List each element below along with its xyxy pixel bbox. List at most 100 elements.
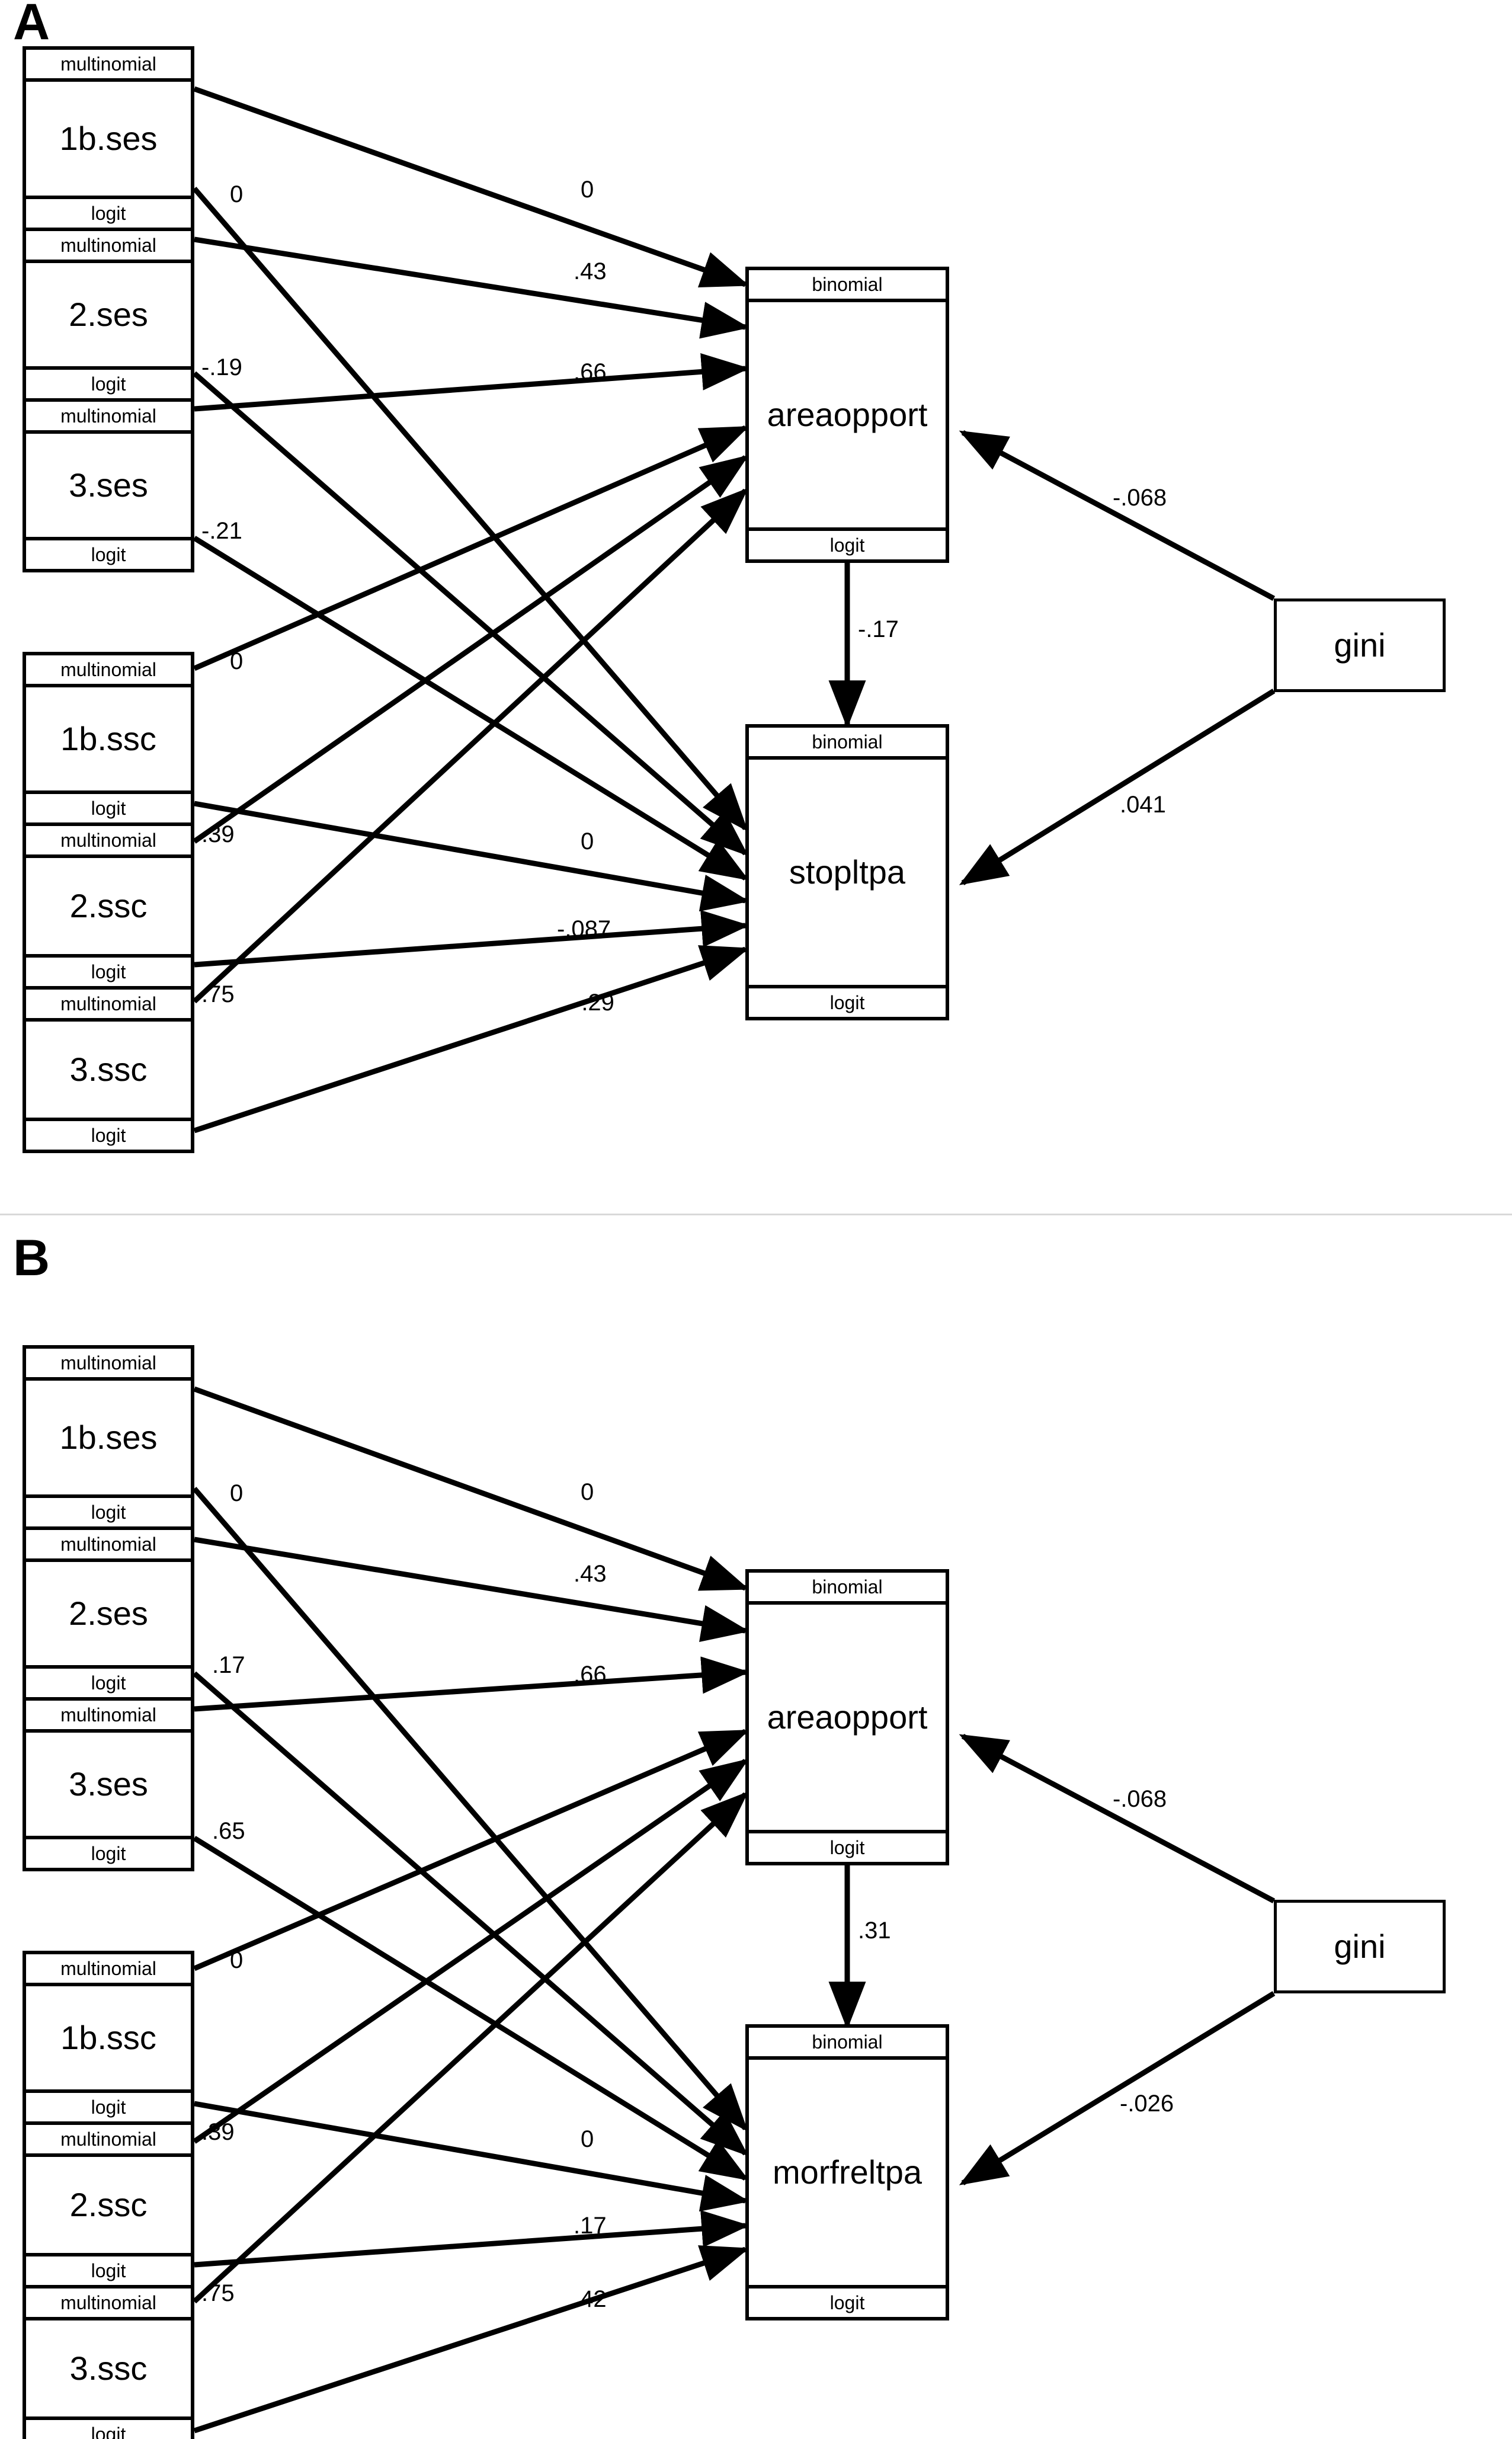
edge-label-ses-1-source-a: 0 [230,181,244,207]
node-gini[interactable]: gini [1274,598,1446,692]
node-areaopport[interactable]: binomial areaopport logit [745,267,949,563]
node-header: binomial [749,2028,946,2060]
group-ses-a: multinomial 1b.ses logit multinomial 2.s… [23,46,194,572]
node-footer: logit [26,1118,191,1150]
edge-label-ssc-3-source-a: .75 [201,981,235,1007]
edge-label-gini-to-areaopport-b: -.068 [1113,1786,1167,1812]
edge-label-ses-2-source-b: .17 [212,1652,245,1678]
panel-a: A [13,0,1446,1153]
node-footer: logit [26,2253,191,2285]
node-header: binomial [749,270,946,302]
edge-label-ses-3-source-b: .65 [212,1818,245,1844]
edge-label-into-areaopport-2-b: .43 [574,1561,607,1587]
edge-label-ssc-2-source-a: .39 [201,821,235,847]
panel-letter-b: B [13,1230,50,1286]
edge-label-into-areaopport-2-a: .43 [574,258,607,284]
edge-label-into-stopltpa-2-a: -.087 [557,916,611,942]
edge-label-gini-to-areaopport-a: -.068 [1113,485,1167,511]
node-stopltpa[interactable]: binomial stopltpa logit [745,724,949,1020]
node-label: 3.ssc [26,1022,191,1118]
edge-label-into-morfreltpa-1-b: 0 [581,2126,594,2152]
edge-label-into-areaopport-1-a: 0 [581,177,594,203]
panel-b-edges [192,1386,1276,2434]
panel-b: B [0,1221,1512,2439]
node-footer: logit [26,1836,191,1868]
panel-a-edges [192,86,1276,1134]
node-footer: logit [749,2285,946,2317]
node-3-ssc[interactable]: multinomial 3.ssc logit [23,2285,194,2439]
node-label: gini [1334,601,1386,689]
node-header: multinomial [26,1349,191,1381]
edge-label-into-stopltpa-3-a: -.29 [574,990,614,1016]
node-label: 1b.ses [26,1381,191,1494]
group-ssc-a: multinomial 1b.ssc logit multinomial 2.s… [23,652,194,1153]
edge-label-gini-to-stopltpa-a: .041 [1120,792,1166,818]
edge-label-into-areaopport-1-b: 0 [581,1479,594,1505]
node-2-ssc[interactable]: multinomial 2.ssc logit [23,2121,194,2288]
edge-label-ses-2-source-a: -.19 [201,354,242,380]
edge-label-ses-1-source-b: 0 [230,1480,244,1506]
node-header: multinomial [26,1530,191,1562]
node-label: 3.ses [26,1733,191,1836]
node-label: 2.ses [26,1562,191,1665]
node-label: 3.ssc [26,2320,191,2416]
group-ses-b: multinomial 1b.ses logit multinomial 2.s… [23,1345,194,1871]
node-header: multinomial [26,990,191,1022]
node-label: gini [1334,1903,1386,1990]
node-morfreltpa[interactable]: binomial morfreltpa logit [745,2024,949,2320]
node-label: areaopport [749,1605,946,1830]
node-label: 3.ses [26,434,191,537]
edge-label-into-morfreltpa-2-b: .17 [574,2213,607,2239]
node-header: multinomial [26,50,191,82]
node-footer: logit [749,1830,946,1862]
edge-label-areaopport-to-stopltpa-a: -.17 [858,616,899,642]
edge-label-ses-3-source-a: -.21 [201,518,242,544]
node-footer: logit [26,2416,191,2439]
node-label: stopltpa [749,760,946,985]
edge-label-into-stopltpa-1-a: 0 [581,828,594,854]
panel-letter-a: A [13,0,50,50]
edge-label-ssc-3-source-b: .75 [201,2280,235,2306]
node-footer: logit [26,954,191,986]
node-footer: logit [749,985,946,1017]
group-ssc-b: multinomial 1b.ssc logit multinomial 2.s… [23,1951,194,2439]
node-label: morfreltpa [749,2060,946,2285]
node-header: binomial [749,728,946,760]
node-header: multinomial [26,2125,191,2157]
edge-label-ssc-1-source-a: 0 [230,648,244,674]
node-header: multinomial [26,231,191,263]
edge-label-gini-to-morfreltpa-b: -.026 [1120,2091,1174,2117]
node-2-ses[interactable]: multinomial 2.ses logit [23,1526,194,1701]
edge-label-ssc-1-source-b: 0 [230,1947,244,1973]
node-gini[interactable]: gini [1274,1900,1446,1993]
node-footer: logit [26,196,191,228]
node-1b-ses[interactable]: multinomial 1b.ses logit [23,46,194,231]
node-header: binomial [749,1573,946,1605]
node-areaopport[interactable]: binomial areaopport logit [745,1569,949,1865]
node-2-ses[interactable]: multinomial 2.ses logit [23,228,194,402]
node-2-ssc[interactable]: multinomial 2.ssc logit [23,822,194,990]
node-label: 2.ssc [26,858,191,954]
node-label: 2.ses [26,263,191,366]
node-3-ssc[interactable]: multinomial 3.ssc logit [23,986,194,1153]
edge-label-into-morfreltpa-3-b: .42 [574,2286,607,2312]
node-1b-ses[interactable]: multinomial 1b.ses logit [23,1345,194,1530]
node-header: multinomial [26,826,191,858]
node-footer: logit [26,2089,191,2121]
node-footer: logit [26,790,191,822]
node-label: 1b.ses [26,82,191,196]
edge-label-areaopport-to-morfreltpa-b: .31 [858,1918,891,1944]
node-header: multinomial [26,402,191,434]
node-footer: logit [26,1665,191,1697]
node-1b-ssc[interactable]: multinomial 1b.ssc logit [23,652,194,826]
node-3-ses[interactable]: multinomial 3.ses logit [23,1697,194,1871]
node-label: 1b.ssc [26,1986,191,2089]
node-header: multinomial [26,1701,191,1733]
node-3-ses[interactable]: multinomial 3.ses logit [23,398,194,572]
edge-label-into-areaopport-3-b: .66 [574,1662,607,1688]
node-footer: logit [26,366,191,398]
node-header: multinomial [26,655,191,687]
node-1b-ssc[interactable]: multinomial 1b.ssc logit [23,1951,194,2125]
node-label: areaopport [749,302,946,527]
